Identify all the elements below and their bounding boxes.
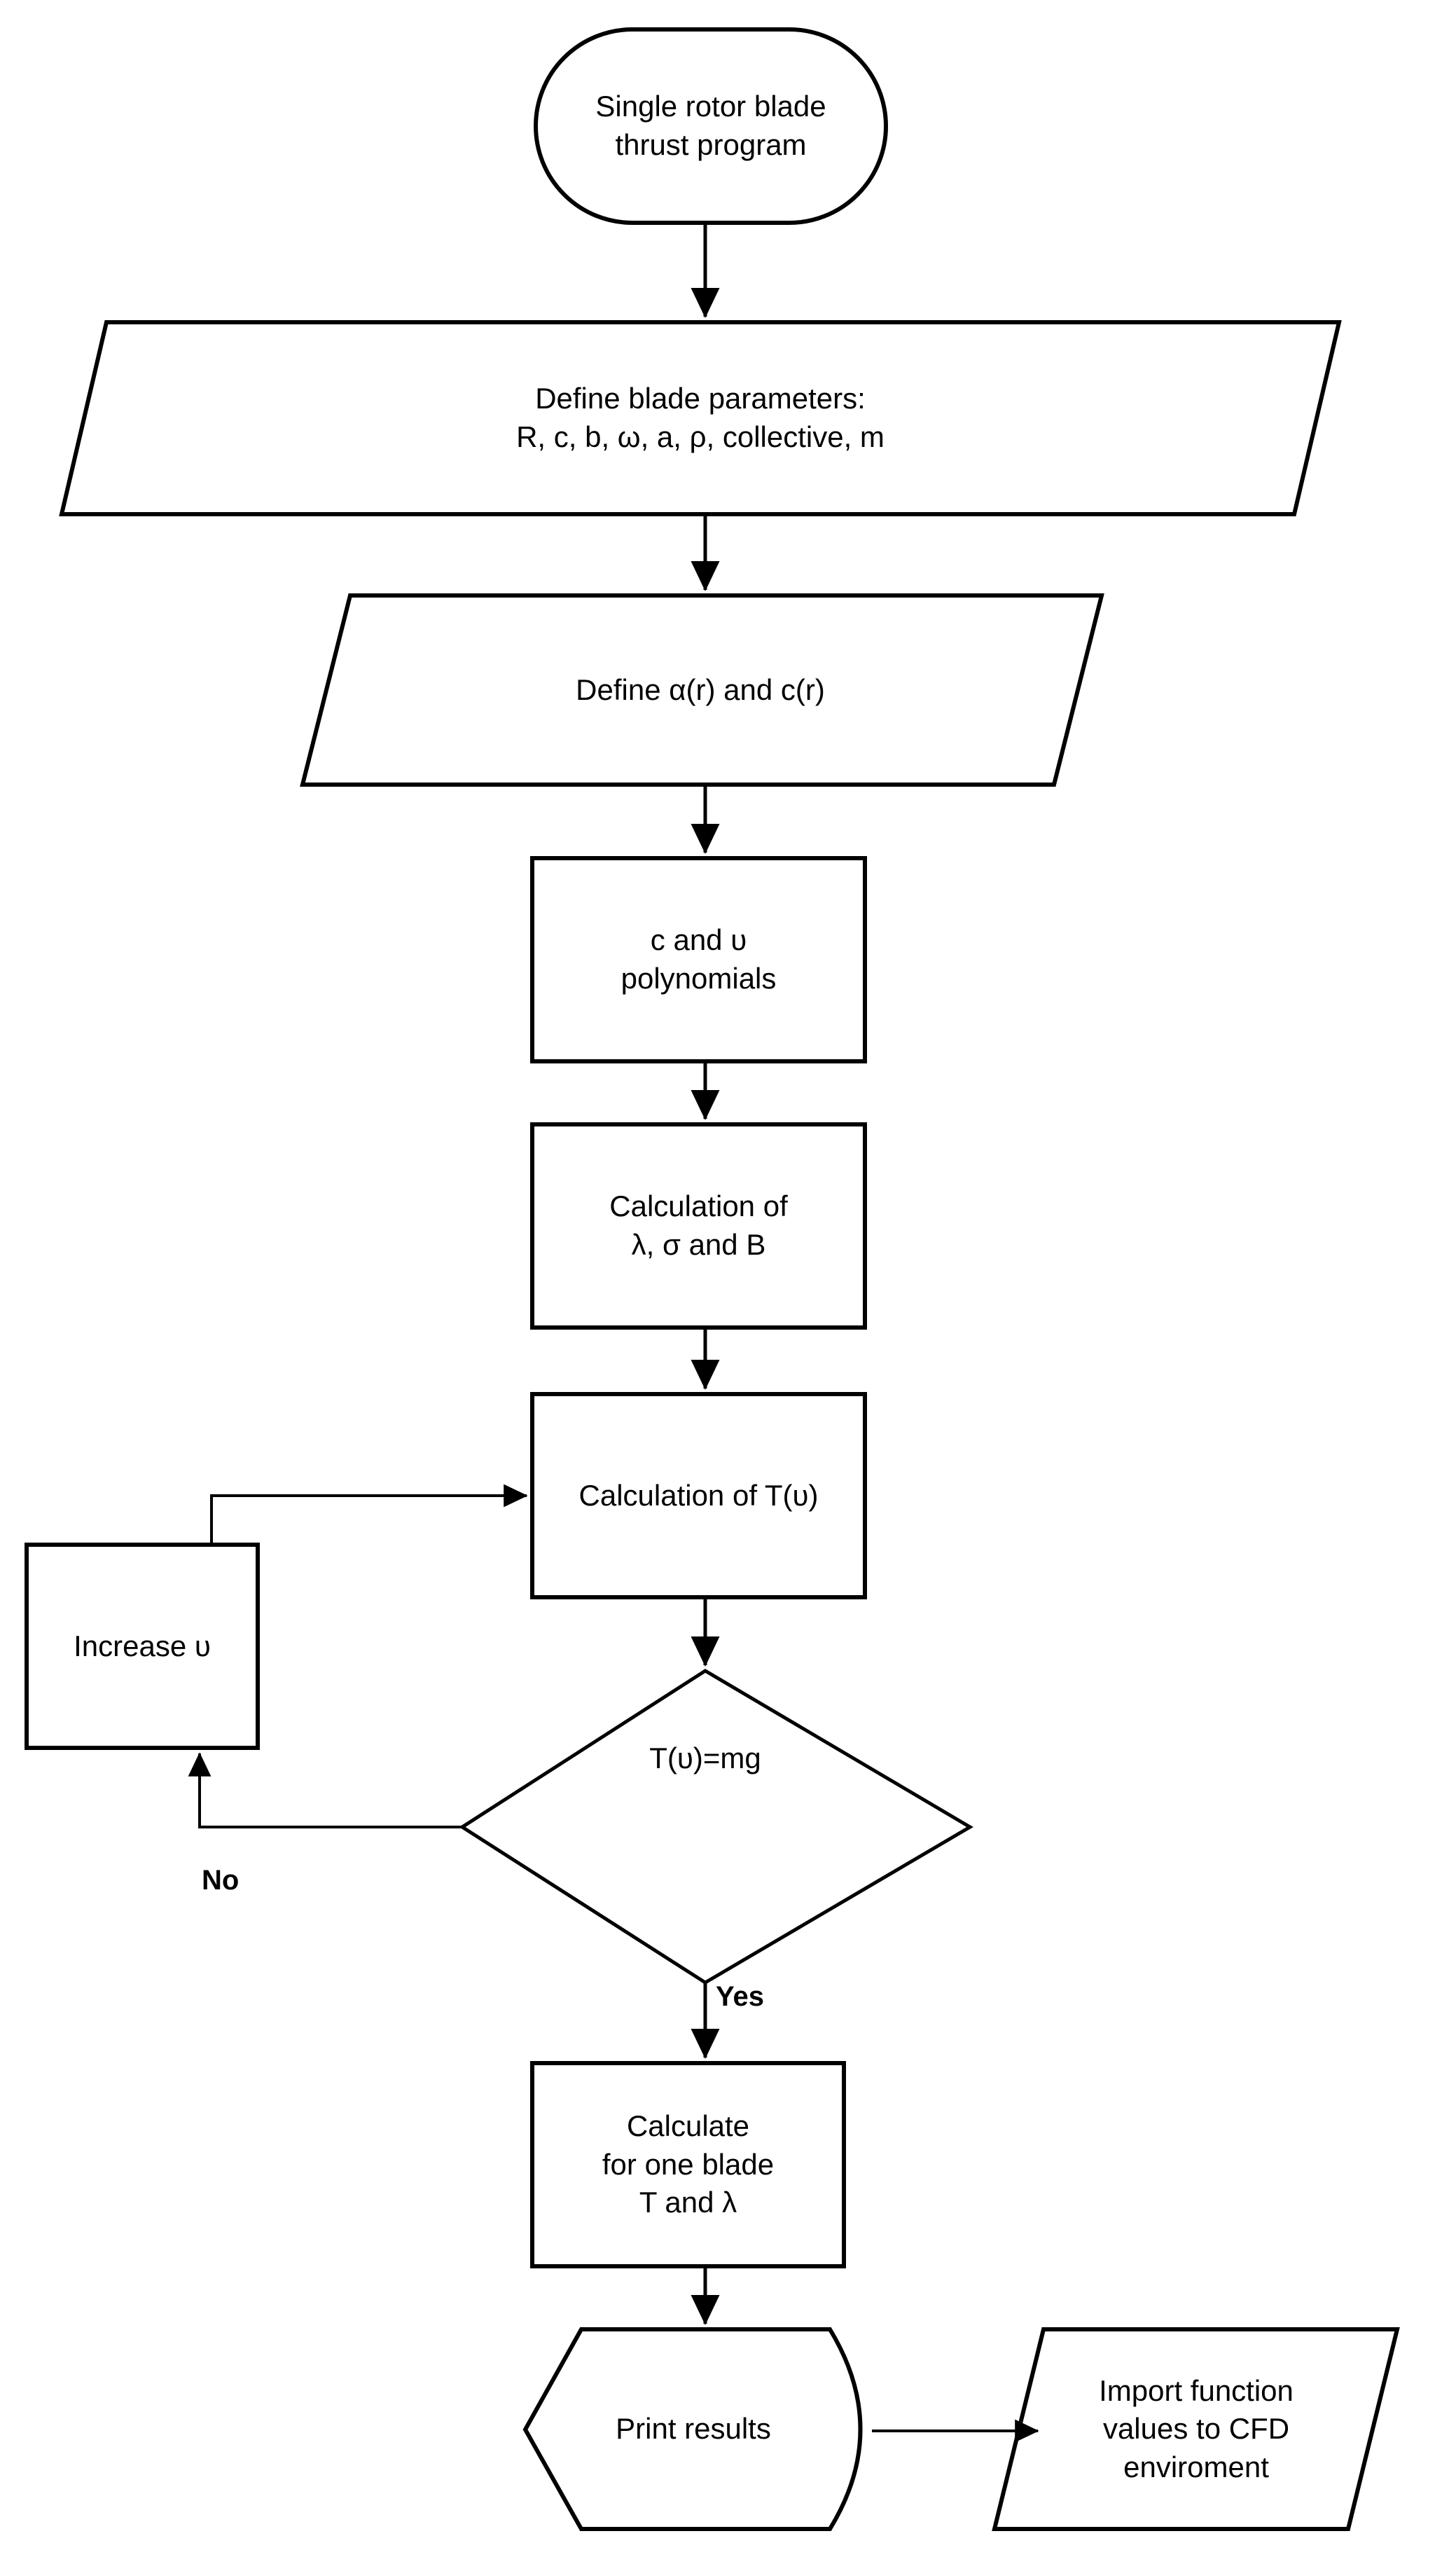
- node-shape-import-cfd[interactable]: [992, 2327, 1400, 2531]
- node-shape-polynomials[interactable]: [530, 856, 867, 1063]
- node-shape-define-alpha-c[interactable]: [300, 593, 1104, 787]
- node-shape-increase-v[interactable]: [25, 1543, 260, 1750]
- node-shape-start[interactable]: [534, 27, 888, 225]
- node-shape-print-results[interactable]: [522, 2327, 863, 2531]
- connector-decision-no-to-increase-v: [188, 1752, 462, 1828]
- node-shape-define-params[interactable]: [59, 320, 1342, 516]
- node-shape-decision[interactable]: [459, 1669, 973, 1985]
- edge-label-no: No: [202, 1865, 240, 1896]
- node-shape-calc-lambda-sigma-b[interactable]: [530, 1122, 867, 1330]
- node-shape-calc-one-blade[interactable]: [530, 2061, 846, 2268]
- node-shape-calc-thrust[interactable]: [530, 1392, 867, 1599]
- connector-increase-v-to-calc-thrust: [210, 1484, 528, 1545]
- edge-label-yes: Yes: [716, 1981, 764, 2012]
